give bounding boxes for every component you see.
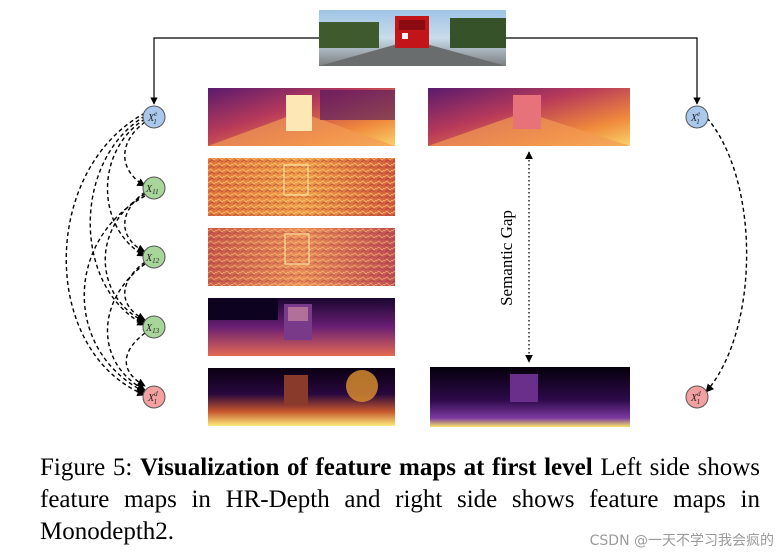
hr-depth-feature-map-2 <box>208 158 395 216</box>
hr-depth-feature-map-4 <box>208 298 395 356</box>
watermark: CSDN @一天不学习我会疯的 <box>590 530 774 550</box>
dense-skip-connections <box>66 113 145 395</box>
caption-title: Visualization of feature maps at first l… <box>140 454 593 481</box>
node-x13: X13 <box>143 316 165 338</box>
figure-diagram: Semantic Gap Xe1 X11 X12 X13 Xd1 Xe1 <box>0 0 784 450</box>
monodepth2-skip-connection <box>706 118 747 392</box>
monodepth2-feature-map-1 <box>428 88 630 146</box>
input-image <box>319 10 506 66</box>
svg-text:Xe1: Xe1 <box>690 110 700 126</box>
monodepth2-feature-map-5 <box>430 367 630 427</box>
svg-text:Xe1: Xe1 <box>147 110 157 126</box>
svg-text:Xd1: Xd1 <box>690 390 701 406</box>
semantic-gap-label: Semantic Gap <box>497 210 516 306</box>
node-x11: X11 <box>143 177 165 199</box>
svg-text:Xd1: Xd1 <box>147 390 158 406</box>
hr-depth-feature-map-3 <box>208 228 395 286</box>
hr-depth-feature-map-5 <box>208 368 395 426</box>
node-x12: X12 <box>143 246 165 268</box>
caption-prefix: Figure 5: <box>40 454 140 481</box>
hr-depth-feature-map-1 <box>208 88 395 146</box>
